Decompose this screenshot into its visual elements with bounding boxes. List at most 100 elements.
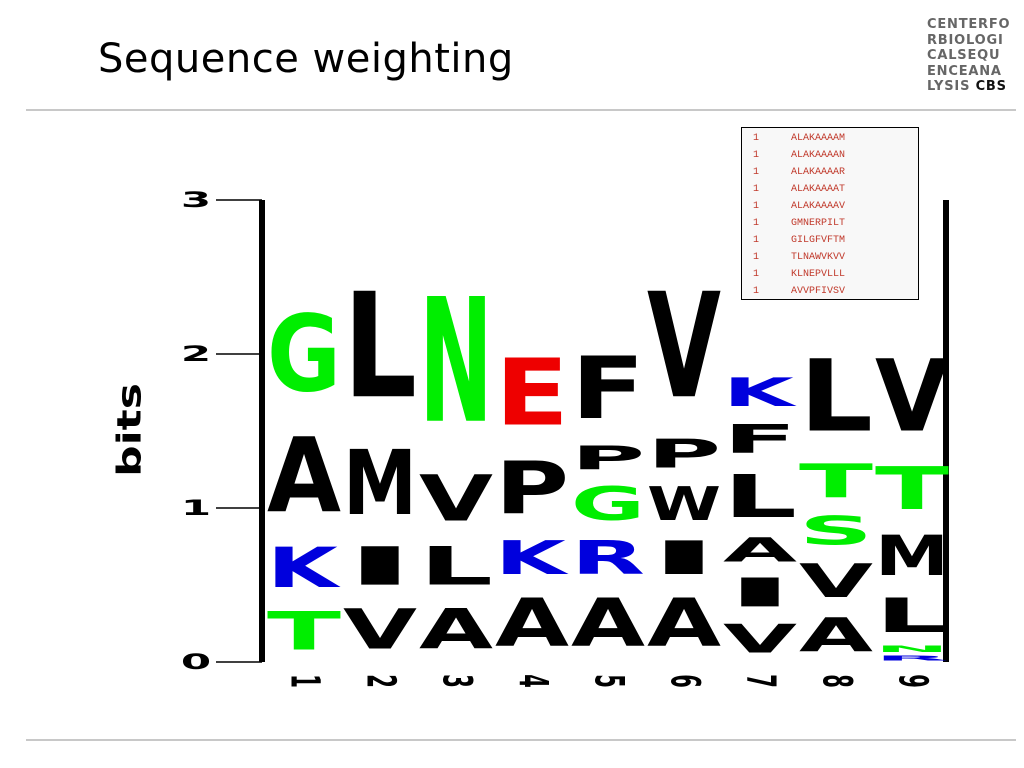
logo-letter: I: [723, 570, 797, 616]
logo-letter: A: [495, 586, 570, 662]
sequence-text: ALAKAAAAV: [791, 201, 846, 212]
logo-line: ENCEANA: [927, 63, 1002, 79]
sequence-weight: 1: [753, 167, 760, 178]
footer-divider: [26, 739, 1016, 741]
logo-letter: T: [267, 601, 341, 662]
sequence-row: 1 GILGFVFTM: [742, 233, 918, 250]
logo-letter: I: [647, 531, 721, 585]
logo-letter: P: [647, 432, 721, 478]
header-divider: [26, 109, 1016, 111]
logo-letter: W: [647, 478, 721, 532]
logo-line-last: LYSIS CBS: [927, 79, 1017, 95]
logo-letter: P: [571, 439, 645, 478]
sequence-row: 1 ALAKAAAAT: [742, 182, 918, 199]
y-axis-label: bits: [111, 383, 149, 477]
sequence-row: 1 TLNAWVKVV: [742, 250, 918, 267]
sequence-weight: 1: [753, 286, 760, 297]
position-label: 4: [509, 674, 555, 688]
logo-letter: T: [799, 454, 873, 508]
logo-letter: F: [571, 339, 645, 439]
logo-letter: N: [419, 264, 493, 463]
logo-letter: A: [647, 586, 722, 662]
sequence-text: GMNERPILT: [791, 218, 846, 229]
y-tick-label: 3: [181, 188, 211, 213]
sequence-row: 1 ALAKAAAAM: [742, 131, 918, 148]
logo-letter: V: [723, 616, 798, 662]
sequence-text: GILGFVFTM: [791, 235, 846, 246]
logo-cbs: CBS: [975, 79, 1007, 94]
logo-letter: M: [875, 524, 949, 588]
y-tick-label: 0: [181, 650, 211, 675]
position-label: 8: [813, 674, 859, 688]
sequence-text: AVVPFIVSV: [791, 286, 846, 297]
logo-letter: V: [647, 262, 721, 431]
logo-letter: N: [875, 644, 949, 655]
logo-line: RBIOLOGI: [927, 32, 1004, 48]
sequence-text: ALAKAAAAR: [791, 167, 846, 178]
logo-letter: L: [875, 588, 949, 643]
logo-letter: F: [723, 416, 797, 462]
logo-letter: P: [495, 446, 569, 531]
sequence-weight: 1: [753, 218, 760, 229]
logo-letter: L: [343, 262, 417, 431]
logo-letter: S: [799, 509, 873, 555]
position-label: 7: [737, 674, 783, 688]
position-label: 2: [357, 674, 403, 688]
position-label: 1: [281, 674, 327, 688]
logo-letter: I: [343, 536, 417, 597]
logo-letter: A: [571, 586, 646, 662]
logo-letter: K: [495, 532, 570, 585]
logo-line: LYSIS: [927, 79, 976, 94]
logo-letter: V: [875, 339, 949, 454]
logo-letter: G: [267, 294, 341, 416]
logo-letter: T: [875, 454, 949, 523]
sequence-text: ALAKAAAAT: [791, 184, 846, 195]
logo-letter: A: [723, 531, 797, 569]
sequence-weight: 1: [753, 133, 760, 144]
logo-letter: A: [799, 608, 873, 662]
sequence-row: 1 AVVPFIVSV: [742, 284, 918, 301]
sequence-row: 1 KLNEPVLLL: [742, 267, 918, 284]
y-tick-label: 2: [181, 342, 211, 367]
logo-letter: E: [495, 339, 569, 446]
logo-letter: R: [571, 531, 645, 585]
sequence-weight: 1: [753, 252, 760, 263]
sequence-text: TLNAWVKVV: [791, 252, 846, 263]
logo-letter: G: [571, 478, 645, 531]
position-label: 5: [585, 674, 631, 688]
sequence-text: ALAKAAAAN: [791, 150, 846, 161]
position-label: 3: [433, 674, 479, 688]
logo-letter: L: [723, 462, 797, 531]
logo-line: CALSEQU: [927, 48, 1001, 63]
logo-letter: A: [419, 598, 494, 662]
position-label: 9: [889, 674, 935, 688]
sequence-text: KLNEPVLLL: [791, 269, 846, 280]
logo-letter: V: [799, 554, 873, 608]
logo-letter: K: [723, 370, 797, 416]
position-label: 6: [661, 674, 707, 688]
cbs-logo: CENTERFO RBIOLOGI CALSEQU ENCEANA LYSIS …: [927, 17, 1017, 95]
sequence-weight: 1: [753, 201, 760, 212]
logo-letter: L: [419, 536, 493, 597]
logo-line: CENTERFO: [927, 17, 1011, 32]
logo-axes: 0 1 2 3 bits 1 2 3 4 5 6 7 8 9: [111, 188, 949, 688]
sequence-row: 1 ALAKAAAAN: [742, 148, 918, 165]
logo-letter: K: [267, 536, 341, 600]
sequence-weight: 1: [753, 150, 760, 161]
sequence-weight: 1: [753, 235, 760, 246]
logo-letter: V: [419, 463, 493, 536]
sequence-row: 1 ALAKAAAAV: [742, 199, 918, 216]
sequence-weight: 1: [753, 184, 760, 195]
sequence-row: 1 ALAKAAAAR: [742, 165, 918, 182]
sequence-weight: 1: [753, 269, 760, 280]
logo-letter: R: [875, 654, 949, 662]
logo-letters: TKAGVIMLALVNAKPEARGPFAIWPVVIALFKAVSTLRNL…: [267, 262, 949, 663]
logo-letter: A: [267, 417, 341, 536]
sequence-text: ALAKAAAAM: [791, 133, 846, 144]
logo-letter: V: [343, 598, 418, 662]
logo-letter: M: [343, 433, 417, 536]
logo-letter: L: [799, 340, 873, 455]
sequence-row: 1 GMNERPILT: [742, 216, 918, 233]
